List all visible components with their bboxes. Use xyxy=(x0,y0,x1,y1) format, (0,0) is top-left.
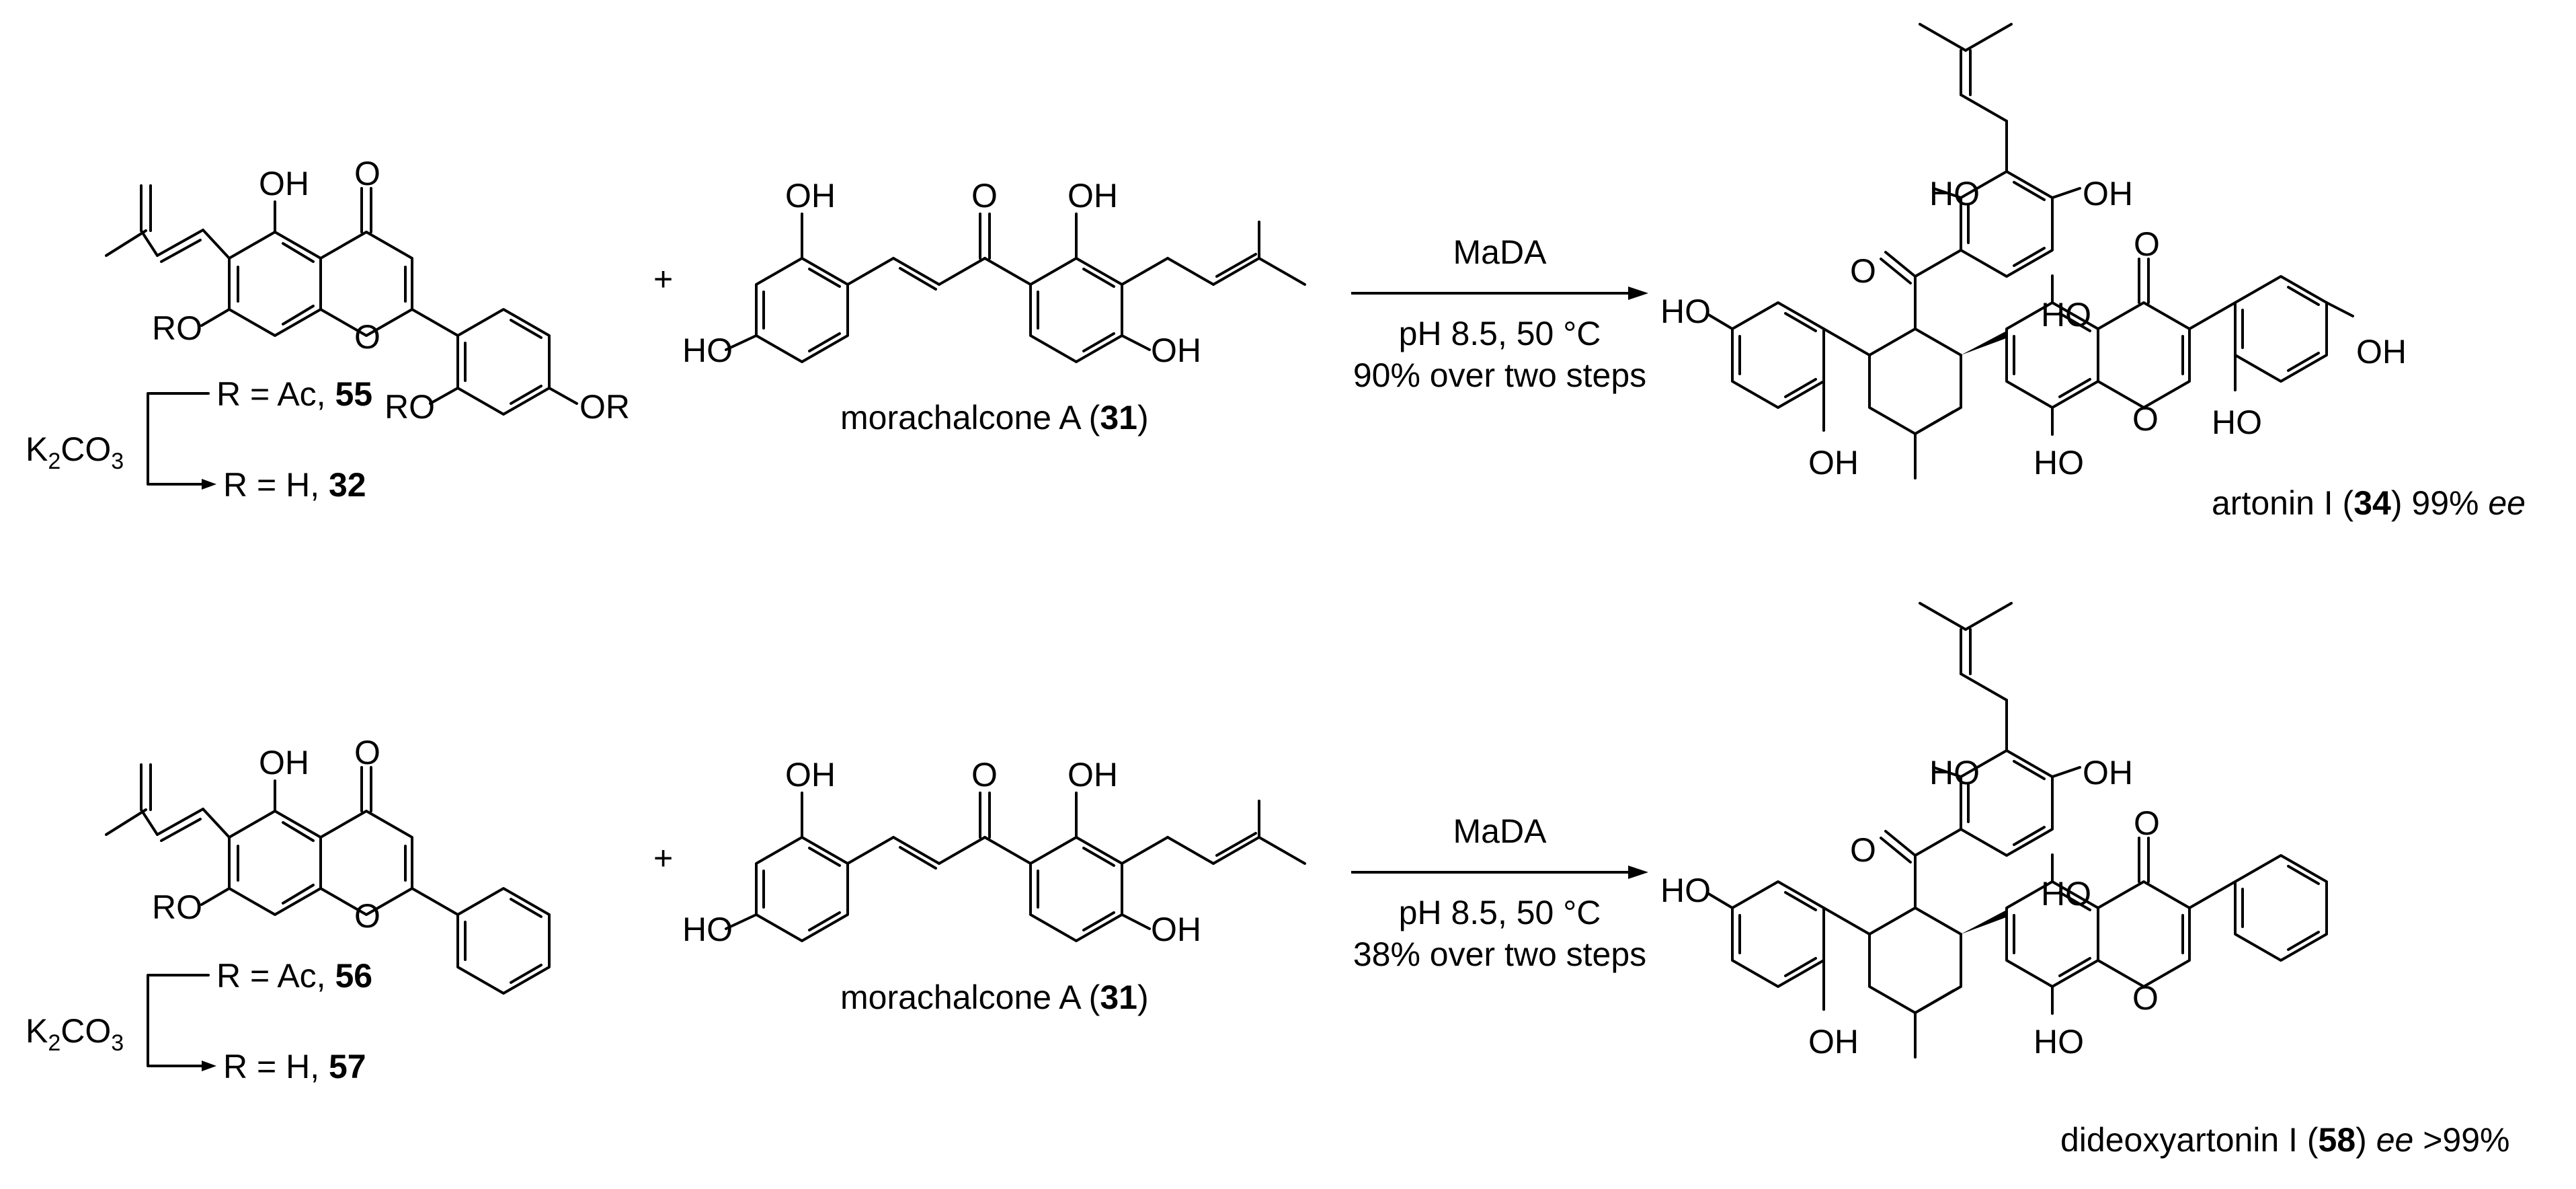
atom-oh: OH xyxy=(259,165,309,202)
reaction-row-2: OH O O RO R = Ac, 56 R = H, 57 K2CO3 + xyxy=(26,602,2510,1159)
atom-ro: RO xyxy=(152,309,202,347)
atom-ho: HO xyxy=(1660,872,1711,909)
atom-ro: RO xyxy=(152,888,202,926)
atom-o: O xyxy=(971,756,998,794)
atom-oh: OH xyxy=(785,756,836,794)
atom-o: O xyxy=(354,155,380,192)
substrate-r-h-label: R = H, 57 xyxy=(223,1048,366,1085)
atom-ho: HO xyxy=(2212,404,2262,441)
atom-ho: HO xyxy=(1929,175,1980,213)
atom-o: O xyxy=(2134,225,2160,263)
atom-o: O xyxy=(1850,252,1876,290)
dideoxyartonin-i-structure: HO OH O HO OH HO O O HO dideoxyartonin I… xyxy=(1660,602,2510,1159)
atom-oh: OH xyxy=(785,177,836,215)
substrate-r-ac-label: R = Ac, 56 xyxy=(216,957,372,995)
atom-oh: OH xyxy=(1808,444,1859,482)
atom-oh: OH xyxy=(259,744,309,781)
atom-o: O xyxy=(2132,979,2159,1017)
substrate-r-h-label: R = H, 32 xyxy=(223,466,366,504)
atom-oh: OH xyxy=(1068,756,1118,794)
atom-ho: HO xyxy=(682,332,733,369)
reagent-label: MaDA xyxy=(1453,233,1547,271)
atom-o: O xyxy=(354,897,380,935)
atom-ho: HO xyxy=(682,911,733,948)
chalcone-label: morachalcone A (31) xyxy=(840,399,1149,436)
reaction-arrow-1: MaDA pH 8.5, 50 °C 90% over two steps xyxy=(1351,233,1648,394)
atom-ho: HO xyxy=(2034,1023,2084,1061)
atom-o: O xyxy=(2132,400,2159,438)
atom-o: O xyxy=(2134,804,2160,842)
atom-oh: OH xyxy=(2356,333,2407,371)
atom-oh: OH xyxy=(1068,177,1118,215)
conditions-line-1: pH 8.5, 50 °C xyxy=(1399,315,1601,352)
base-k2co3-label: K2CO3 xyxy=(26,1012,124,1056)
base-k2co3-label: K2CO3 xyxy=(26,430,124,474)
conditions-line-2: 90% over two steps xyxy=(1353,356,1646,394)
atom-o: O xyxy=(971,177,998,215)
conditions-line-2: 38% over two steps xyxy=(1353,935,1646,973)
morachalcone-a-structure: OH O OH HO OH morachalcone A (31) xyxy=(682,177,1306,436)
product-label: dideoxyartonin I (58) ee >99% xyxy=(2060,1121,2510,1159)
atom-ho: HO xyxy=(2034,444,2084,482)
atom-oh: OH xyxy=(2083,754,2133,792)
atom-oh: OH xyxy=(1151,911,1201,948)
atom-ho: HO xyxy=(1660,293,1711,330)
conditions-line-1: pH 8.5, 50 °C xyxy=(1399,894,1601,931)
reagent-label: MaDA xyxy=(1453,812,1547,850)
atom-ho: HO xyxy=(2041,296,2091,334)
atom-ho: HO xyxy=(2041,875,2091,913)
flavone-substrate-56: OH O O RO R = Ac, 56 R = H, 57 K2CO3 xyxy=(26,734,551,1085)
atom-o: O xyxy=(354,318,380,356)
morachalcone-a-structure: OH O OH HO OH morachalcone A (31) xyxy=(682,756,1306,1016)
atom-ro: RO xyxy=(385,388,435,426)
atom-oh: OH xyxy=(1151,332,1201,369)
plus-sign: + xyxy=(653,260,673,298)
atom-o: O xyxy=(1850,831,1876,869)
reaction-row-1: OH O O RO RO OR R = Ac, 55 R = H, 32 K2C… xyxy=(26,23,2526,522)
atom-oh: OH xyxy=(1808,1023,1859,1061)
reaction-arrow-2: MaDA pH 8.5, 50 °C 38% over two steps xyxy=(1351,812,1648,973)
flavone-substrate-55: OH O O RO RO OR R = Ac, 55 R = H, 32 K2C… xyxy=(26,155,630,504)
atom-ho: HO xyxy=(1929,754,1980,792)
product-label: artonin I (34) 99% ee xyxy=(2212,484,2526,522)
atom-oh: OH xyxy=(2083,175,2133,213)
atom-or: OR xyxy=(579,388,630,426)
artonin-i-structure: HO OH O HO OH HO O O HO OH HO artonin I … xyxy=(1660,23,2526,522)
substrate-r-ac-label: R = Ac, 55 xyxy=(216,375,372,413)
plus-sign: + xyxy=(653,839,673,877)
atom-o: O xyxy=(354,734,380,771)
chalcone-label: morachalcone A (31) xyxy=(840,979,1149,1016)
